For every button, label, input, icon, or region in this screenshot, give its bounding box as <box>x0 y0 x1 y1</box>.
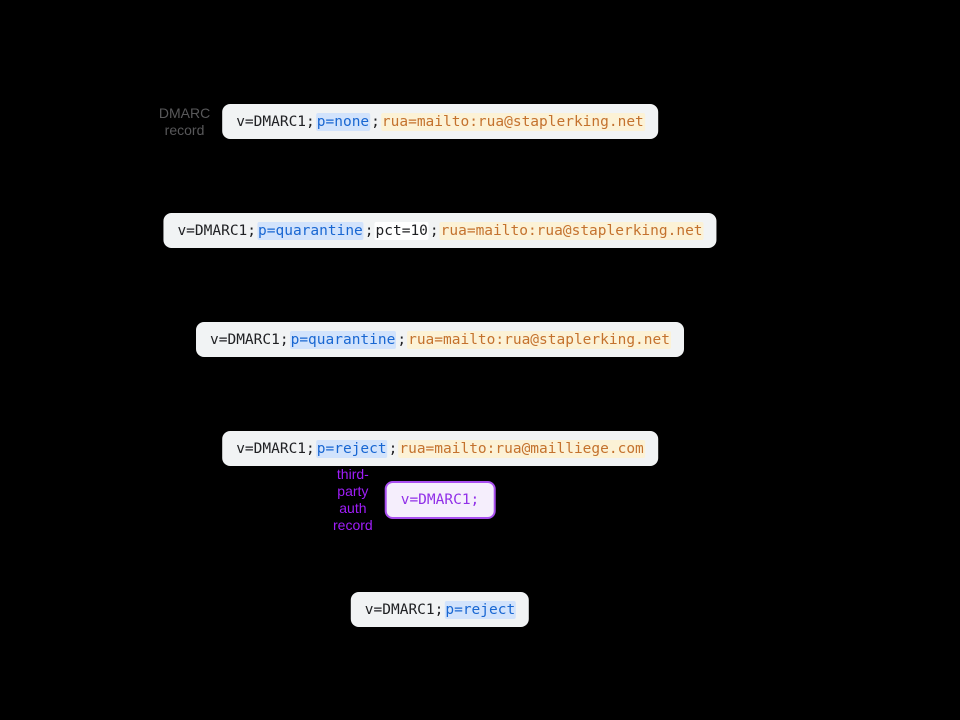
record-segment: v=DMARC1; <box>210 331 289 348</box>
third-party-auth-record-box: v=DMARC1; <box>384 481 496 519</box>
dmarc-record-row-2: v=DMARC1; p=quarantine; pct=10; rua=mail… <box>163 213 717 248</box>
dmarc-record-row-4: v=DMARC1; p=reject; rua=mailto:rua@maill… <box>222 431 658 466</box>
dmarc-record-box-reject: v=DMARC1; p=reject <box>350 592 530 627</box>
third-party-auth-row: third-party auth record v=DMARC1; <box>333 466 496 533</box>
record-segment: rua=mailto:rua@staplerking.net <box>439 221 704 240</box>
record-segment: p=quarantine <box>257 221 364 240</box>
dmarc-record-box-reject-rua: v=DMARC1; p=reject; rua=mailto:rua@maill… <box>222 431 658 466</box>
record-segment: rua=mailto:rua@mailliege.com <box>398 439 645 458</box>
record-segment: p=none <box>315 112 371 131</box>
dmarc-record-row-3: v=DMARC1; p=quarantine; rua=mailto:rua@s… <box>196 322 684 357</box>
record-segment: pct=10 <box>374 221 429 240</box>
record-segment: v=DMARC1; <box>400 492 480 508</box>
third-party-auth-label: third-party auth record <box>333 466 373 533</box>
record-segment: p=quarantine <box>289 330 397 349</box>
dmarc-record-row-5: v=DMARC1; p=reject <box>350 592 530 627</box>
record-segment: ; <box>371 113 380 130</box>
dmarc-record-box-quarantine: v=DMARC1; p=quarantine; rua=mailto:rua@s… <box>196 322 684 357</box>
record-segment: ; <box>429 222 439 239</box>
record-segment: ; <box>397 331 407 348</box>
record-segment: v=DMARC1; <box>364 601 444 618</box>
record-segment: v=DMARC1; <box>236 113 315 130</box>
record-segment: ; <box>388 440 398 457</box>
record-segment: v=DMARC1; <box>236 440 315 457</box>
dmarc-record-label: DMARC record <box>158 104 211 138</box>
dmarc-record-row-1: DMARC record v=DMARC1; p=none; rua=mailt… <box>159 104 658 139</box>
record-segment: p=reject <box>444 600 517 619</box>
record-segment: v=DMARC1; <box>177 222 257 239</box>
record-segment: p=reject <box>315 439 388 458</box>
record-segment: ; <box>364 222 374 239</box>
dmarc-record-box-p-none: v=DMARC1; p=none; rua=mailto:rua@stapler… <box>222 104 658 139</box>
dmarc-record-box-quarantine-pct10: v=DMARC1; p=quarantine; pct=10; rua=mail… <box>163 213 717 248</box>
record-segment: rua=mailto:rua@staplerking.net <box>380 112 645 131</box>
record-segment: rua=mailto:rua@staplerking.net <box>407 330 671 349</box>
